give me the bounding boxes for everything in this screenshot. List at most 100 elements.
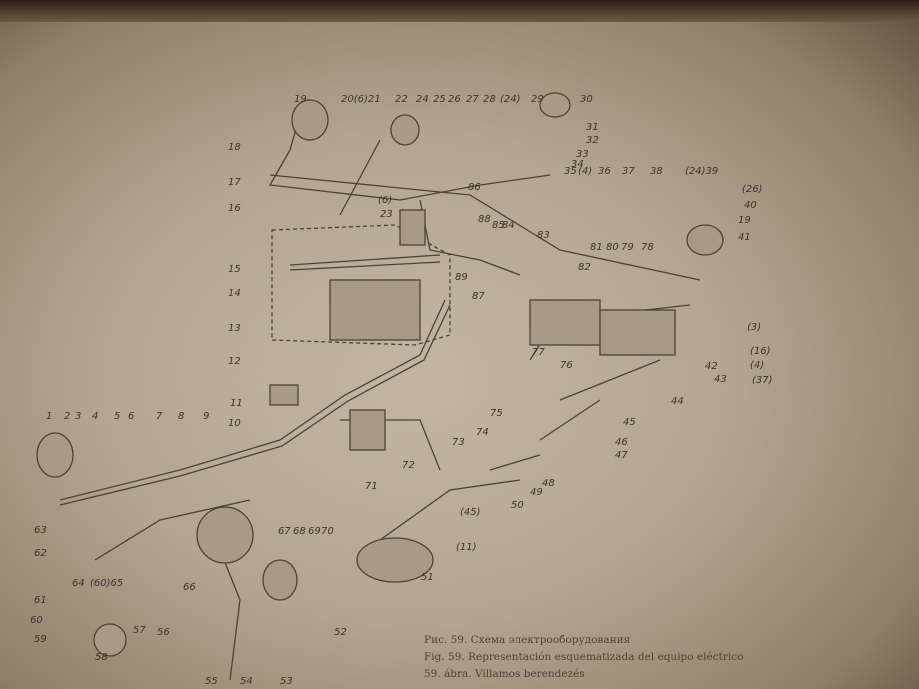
part-label: 78 — [641, 242, 654, 253]
part-label: 23 — [380, 209, 393, 220]
part-label: 60 — [30, 615, 43, 626]
caption-hungarian: 59. ábra. Villamos berendezés — [424, 668, 585, 680]
part-label: 17 — [228, 177, 241, 188]
part-label: 11 — [230, 398, 243, 409]
part-label: 88 — [478, 214, 491, 225]
part-label: 85 — [492, 220, 505, 231]
part-label: (4) — [750, 360, 765, 371]
headlight-right — [686, 224, 724, 256]
part-label: 25 — [433, 94, 446, 105]
part-label: 56 — [157, 627, 170, 638]
part-label: 19 — [738, 215, 751, 226]
fuse-box — [269, 384, 299, 406]
part-label: 35 — [564, 166, 577, 177]
part-label: 83 — [537, 230, 550, 241]
part-label: 54 — [240, 676, 253, 687]
part-label: 64 — [72, 578, 85, 589]
part-label: 46 — [615, 437, 628, 448]
part-label: 3 — [75, 411, 82, 422]
part-label: 82 — [578, 262, 591, 273]
part-label: 71 — [365, 481, 378, 492]
part-label: 8 — [178, 411, 185, 422]
part-label: 7 — [156, 411, 163, 422]
part-label: (24)39 — [685, 166, 719, 177]
components — [36, 92, 724, 657]
part-label: 59 — [34, 634, 47, 645]
part-label: (6) — [378, 195, 393, 206]
part-label: 13 — [228, 323, 241, 334]
part-label: 76 — [560, 360, 573, 371]
caption-russian: Рис. 59. Схема электрооборудования — [424, 634, 631, 646]
part-label: 81 — [590, 242, 603, 253]
part-label: 89 — [455, 272, 468, 283]
part-label: 61 — [34, 595, 47, 606]
part-label: 75 — [490, 408, 503, 419]
headlight-top — [291, 99, 329, 141]
part-label: 15 — [228, 264, 241, 275]
part-label: 36 — [598, 166, 611, 177]
caption-spanish: Fig. 59. Representación esquematizada de… — [424, 651, 744, 663]
part-label: 48 — [542, 478, 555, 489]
part-label: (24) — [500, 94, 521, 105]
book-spine-shadow — [0, 0, 919, 22]
part-label: 24 — [416, 94, 429, 105]
part-label: 67 — [278, 526, 291, 537]
part-label: 6 — [128, 411, 135, 422]
part-label: 77 — [532, 347, 545, 358]
part-label: 55 — [205, 676, 218, 687]
part-label: 73 — [452, 437, 465, 448]
part-label: 20(6) — [341, 94, 368, 105]
part-label: 49 — [530, 487, 543, 498]
part-label: 37 — [622, 166, 635, 177]
part-label: 74 — [476, 427, 489, 438]
part-label: 72 — [402, 460, 415, 471]
part-label: 22 — [395, 94, 408, 105]
part-label: 42 — [705, 361, 718, 372]
part-label: 28 — [483, 94, 496, 105]
part-label: 12 — [228, 356, 241, 367]
part-label: 68 — [293, 526, 306, 537]
part-label: 66 — [183, 582, 196, 593]
part-label: 87 — [472, 291, 485, 302]
part-label: 41 — [738, 232, 751, 243]
part-label: 29 — [531, 94, 544, 105]
part-label: 16 — [228, 203, 241, 214]
part-label: 69 — [308, 526, 321, 537]
relay-regulator — [349, 409, 386, 451]
part-label: 18 — [228, 142, 241, 153]
part-label: 52 — [334, 627, 347, 638]
part-label: 19 — [294, 94, 307, 105]
part-label: (4) — [578, 166, 593, 177]
part-label: 80 — [606, 242, 619, 253]
part-label: 2 — [64, 411, 71, 422]
part-label: 44 — [671, 396, 684, 407]
part-label: 32 — [586, 135, 599, 146]
part-label: (26) — [742, 184, 763, 195]
part-label: 33 — [576, 149, 589, 160]
part-label: 9 — [203, 411, 210, 422]
part-label: 27 — [466, 94, 479, 105]
part-label: 34 — [571, 159, 584, 170]
part-label: 21 — [368, 94, 381, 105]
part-label: 84 — [502, 220, 515, 231]
part-label: 26 — [448, 94, 461, 105]
part-label: 5 — [114, 411, 121, 422]
part-label: 14 — [228, 288, 241, 299]
part-label: 45 — [623, 417, 636, 428]
part-label: 31 — [586, 122, 599, 133]
part-label: (37) — [752, 375, 773, 386]
part-label: 70 — [321, 526, 334, 537]
part-label: 47 — [615, 450, 628, 461]
part-label: (60)65 — [90, 578, 124, 589]
part-label: 4 — [92, 411, 99, 422]
part-label: 86 — [468, 182, 481, 193]
part-label: (45) — [460, 507, 481, 518]
part-label: (16) — [750, 346, 771, 357]
part-label: 10 — [228, 418, 241, 429]
part-label: 38 — [650, 166, 663, 177]
part-label: 58 — [95, 652, 108, 663]
rear-light — [539, 92, 571, 118]
part-label: (3) — [747, 322, 762, 333]
instrument-panel — [329, 279, 421, 341]
